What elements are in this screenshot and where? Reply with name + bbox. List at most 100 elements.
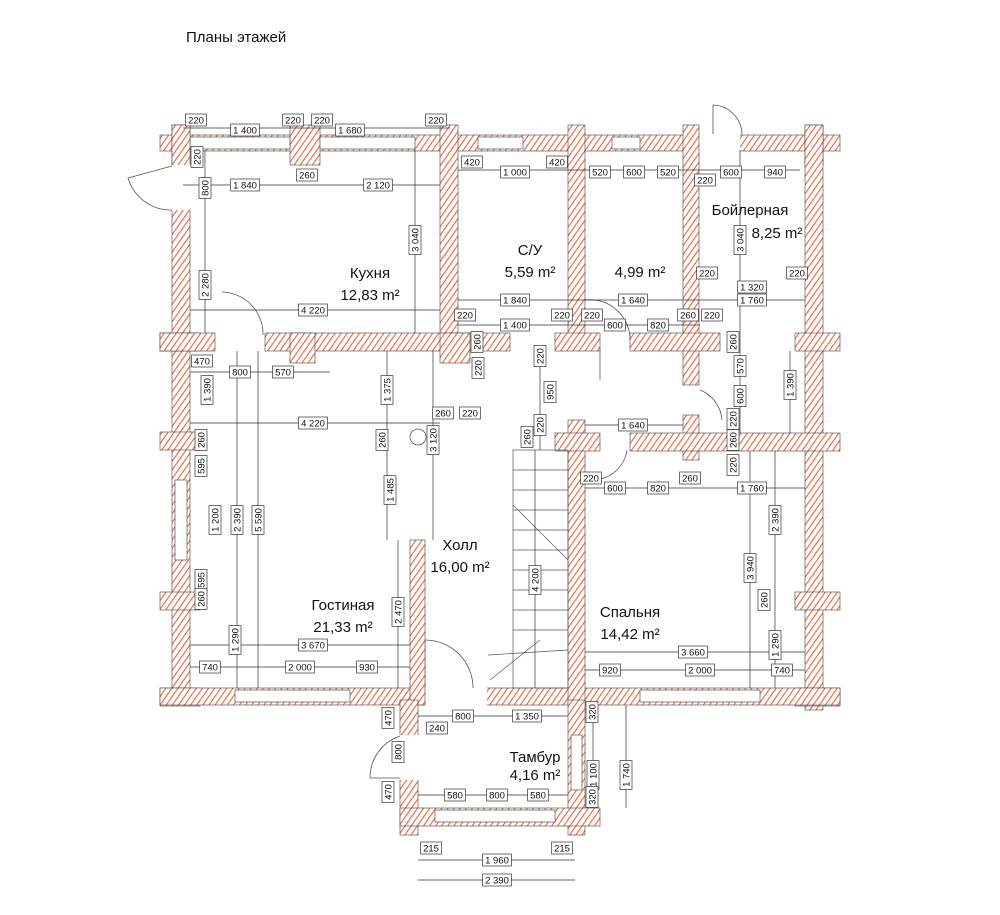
- door-swing: [712, 104, 743, 135]
- door-opening: [698, 134, 740, 152]
- dimension-value: 3 120: [429, 428, 440, 452]
- dimension-value: 260: [197, 432, 208, 448]
- dimension-value: 220: [536, 348, 547, 364]
- dimension-box: [230, 178, 260, 192]
- dimension-value: 1 640: [621, 421, 645, 432]
- dimension-value: 600: [626, 168, 642, 179]
- page-title: Планы этажей: [186, 29, 287, 46]
- room-area: 14,42 m²: [600, 626, 659, 643]
- dimension-box: [528, 565, 542, 595]
- dimension-label: 1 350: [512, 709, 542, 723]
- wall-log-end: [439, 332, 471, 364]
- dimension-value: 220: [428, 116, 444, 127]
- dimension-box: [733, 355, 747, 377]
- dimension-value: 520: [660, 168, 676, 179]
- dimension-box: [426, 721, 448, 735]
- dimension-label: 600: [604, 318, 626, 332]
- wall-interior: [567, 419, 586, 706]
- dimension-value: 215: [554, 844, 570, 855]
- dimension-value: 3 660: [681, 648, 705, 659]
- dimension-box: [585, 701, 599, 723]
- dimension-label: 3 120: [426, 425, 440, 455]
- dimension-box: [230, 123, 260, 137]
- dimension-value: 1 390: [786, 373, 797, 397]
- dimension-value: 1 760: [740, 484, 764, 495]
- door-swing: [699, 389, 723, 421]
- dimension-value: 1 840: [503, 296, 527, 307]
- dimension-box: [543, 381, 557, 403]
- dimension-value: 260: [435, 409, 451, 420]
- dimension-value: 820: [650, 321, 666, 332]
- dimension-box: [228, 625, 242, 655]
- dimension-box: [420, 841, 442, 855]
- wall-log-end: [289, 332, 316, 364]
- dimension-label: 930: [356, 660, 378, 674]
- room-area: 4,16 m²: [510, 767, 561, 784]
- dimension-value: 1 350: [515, 712, 539, 723]
- dimension-box: [285, 660, 315, 674]
- dimension-value: 220: [285, 116, 301, 127]
- dimension-label: 820: [647, 481, 669, 495]
- dimension-box: [533, 345, 547, 367]
- dimension-value: 3 670: [301, 641, 325, 652]
- window: [570, 734, 583, 791]
- dimension-value: 1 680: [338, 126, 362, 137]
- dimension-label: 320: [585, 786, 599, 808]
- wall-log-end: [794, 332, 841, 352]
- room-name: Кухня: [350, 265, 390, 282]
- dimension-label: 260: [296, 168, 318, 182]
- dimension-box: [737, 293, 767, 307]
- dimension-label: 5 590: [251, 505, 265, 535]
- dimension-label: 220: [425, 113, 447, 127]
- dimension-box: [383, 475, 397, 505]
- dimension-box: [551, 841, 573, 855]
- dimension-label: 580: [444, 788, 466, 802]
- dimension-box: [527, 788, 549, 802]
- dimension-box: [647, 318, 669, 332]
- room-name: Холл: [442, 537, 477, 554]
- dimension-box: [363, 178, 393, 192]
- dimension-box: [657, 165, 679, 179]
- dimension-box: [191, 354, 213, 368]
- dimension-label: 2 120: [363, 178, 393, 192]
- dimension-box: [500, 165, 530, 179]
- dimension-box: [500, 293, 530, 307]
- dimension-box: [619, 760, 633, 790]
- dimension-label: 3 040: [733, 225, 747, 255]
- dimension-label: 600: [604, 481, 626, 495]
- dimension-box: [726, 454, 740, 476]
- dimension-value: 1 485: [386, 478, 397, 502]
- room-area: 4,99 m²: [615, 264, 666, 281]
- dimension-label: 950: [543, 381, 557, 403]
- dimension-value: 1 640: [621, 296, 645, 307]
- dimension-box: [482, 873, 512, 887]
- dimension-value: 570: [275, 368, 291, 379]
- dimension-value: 740: [202, 663, 218, 674]
- dimension-box: [199, 660, 221, 674]
- dimension-value: 3 940: [746, 556, 757, 580]
- dimension-label: 420: [461, 155, 483, 169]
- dimension-box: [194, 455, 208, 477]
- dimension-box: [677, 308, 699, 322]
- dimension-label: 820: [647, 318, 669, 332]
- dimension-label: 260: [679, 471, 701, 485]
- dimension-label: 600: [733, 385, 747, 407]
- dimension-box: [229, 365, 251, 379]
- dimension-box: [618, 418, 648, 432]
- wall-interior: [554, 332, 601, 352]
- dimension-label: 220: [696, 266, 718, 280]
- dimension-box: [194, 588, 208, 610]
- dimension-label: 800: [391, 741, 405, 763]
- dimension-label: 570: [733, 355, 747, 377]
- dimension-value: 1 400: [503, 321, 527, 332]
- wall-log-end: [159, 431, 201, 451]
- dimension-label: 220: [726, 408, 740, 430]
- dimension-label: 1 400: [500, 318, 530, 332]
- dimension-label: 220: [694, 173, 716, 187]
- dimension-label: 240: [426, 721, 448, 735]
- room-area: 5,59 m²: [505, 264, 556, 281]
- dimension-value: 220: [704, 311, 720, 322]
- dimension-box: [282, 113, 304, 127]
- dimension-label: 3 040: [408, 225, 422, 255]
